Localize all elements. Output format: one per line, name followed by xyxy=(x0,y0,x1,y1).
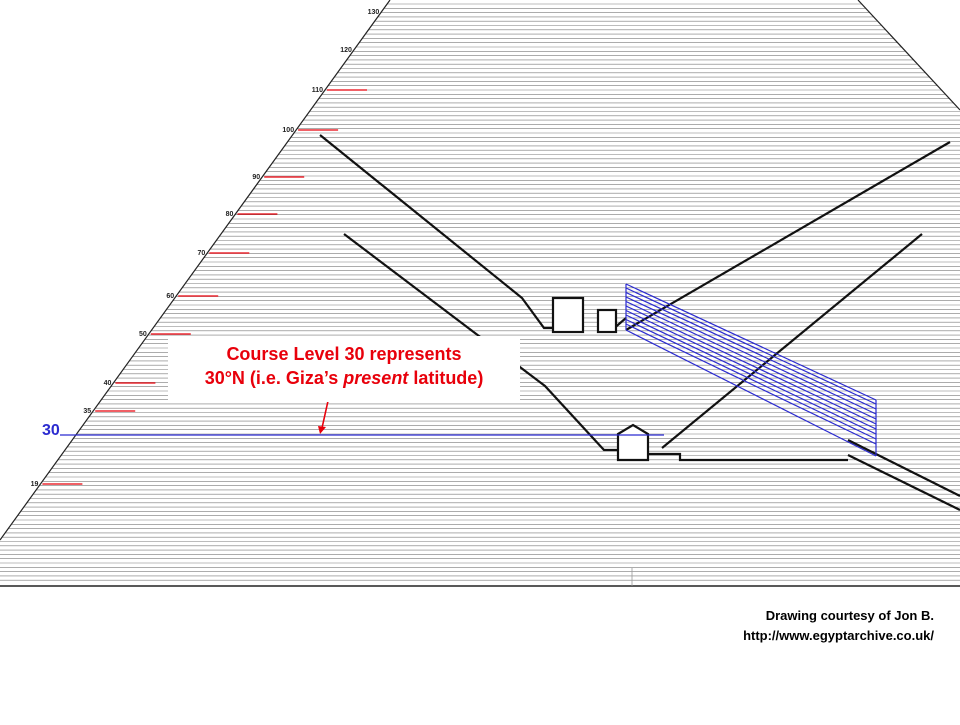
passages xyxy=(319,134,960,511)
course-label: 60 xyxy=(166,293,174,300)
relieving-line xyxy=(625,318,877,440)
antechamber xyxy=(596,308,618,334)
relieving-frame xyxy=(625,329,877,457)
relieving-line xyxy=(625,305,877,425)
course-label: 80 xyxy=(226,211,234,218)
course-label: 100 xyxy=(282,127,294,134)
annotation-box: Course Level 30 represents 30°N (i.e. Gi… xyxy=(168,336,520,402)
descending-passage xyxy=(319,134,556,330)
annotation-line-2-end: latitude) xyxy=(408,368,484,388)
relieving-line xyxy=(625,314,877,435)
right-shaft xyxy=(847,439,960,497)
annotation-arrow-head xyxy=(318,426,326,434)
relieving-line xyxy=(625,296,877,415)
course-label: 19 xyxy=(31,481,39,488)
level-30-label: 30 xyxy=(42,422,60,439)
course-label: 40 xyxy=(104,380,112,387)
relieving-line xyxy=(625,291,877,410)
relieving-frame xyxy=(625,283,877,401)
annotation-line-2-start: 30°N (i.e. Giza’s xyxy=(204,368,344,388)
lower-shaft xyxy=(661,233,923,449)
credit-line-1: Drawing courtesy of Jon B. xyxy=(765,608,934,623)
annotation-line-1: Course Level 30 represents xyxy=(226,344,462,364)
course-label: 130 xyxy=(368,9,380,16)
relieving-line xyxy=(625,309,877,430)
course-label: 90 xyxy=(252,174,260,181)
relieving-line xyxy=(625,323,877,445)
queens-chamber xyxy=(616,423,650,462)
queens-passage xyxy=(343,233,618,452)
relieving-line xyxy=(625,287,877,405)
relieving-line xyxy=(625,300,877,420)
course-markers: 130 120 110 100 90 80 70 60 50 40 35 19 xyxy=(31,9,380,488)
credit-block: Drawing courtesy of Jon B. http://www.eg… xyxy=(743,606,934,646)
grand-gallery xyxy=(625,141,951,331)
pyramid-right-edge xyxy=(857,0,960,111)
credit-url: http://www.egyptarchive.co.uk/ xyxy=(743,628,934,643)
kings-chamber xyxy=(551,296,585,334)
course-lines xyxy=(0,3,960,581)
annotation-line-2: 30°N (i.e. Giza’s present latitude) xyxy=(168,366,520,390)
lower-corridor xyxy=(648,452,848,462)
course-label: 120 xyxy=(340,47,352,54)
right-shaft-2 xyxy=(847,454,960,511)
course-label: 50 xyxy=(139,331,147,338)
course-label: 110 xyxy=(312,87,323,94)
annotation-emphasis: present xyxy=(343,368,409,388)
pyramid-left-edge xyxy=(0,0,391,541)
course-label: 35 xyxy=(83,408,91,415)
relieving-lines xyxy=(625,283,877,457)
course-label: 70 xyxy=(198,250,206,257)
